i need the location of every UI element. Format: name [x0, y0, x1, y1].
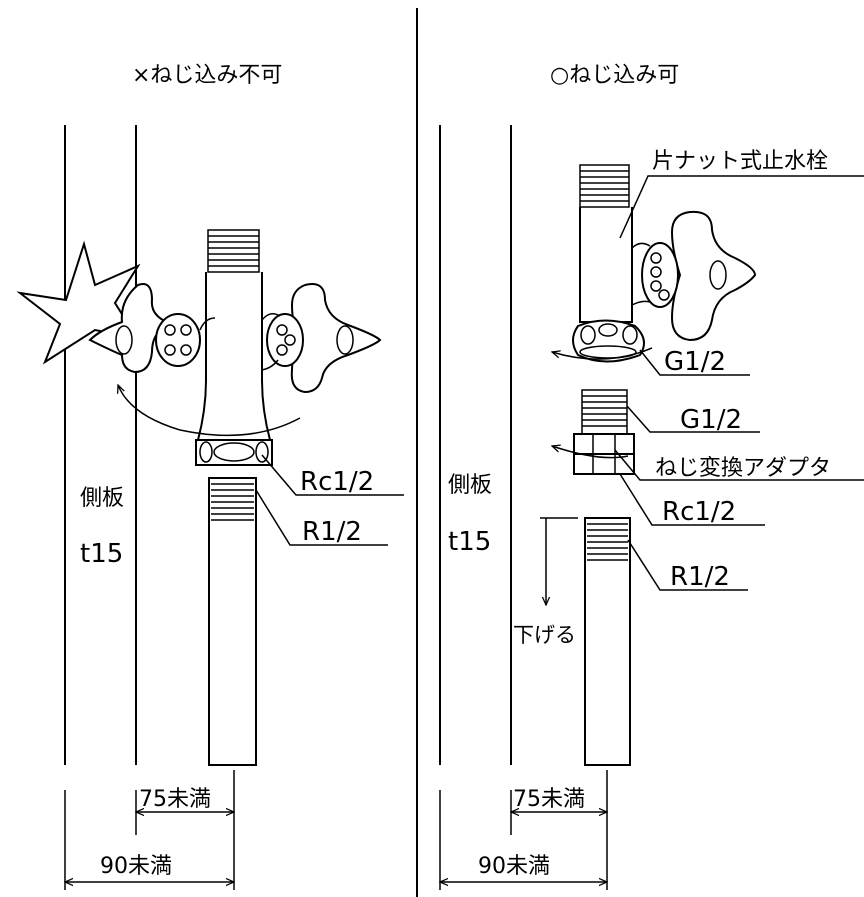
left-panel: ×ねじ込み不可	[16, 63, 404, 890]
left-dim-inner-label: 75未満	[139, 787, 211, 812]
left-supply-pipe	[208, 477, 257, 766]
right-valve-top-thread	[579, 164, 630, 208]
left-rc-leader	[261, 454, 404, 496]
right-supply-pipe	[584, 517, 631, 766]
left-r-label: R1/2	[302, 517, 362, 547]
right-panel: ○ねじ込み可	[439, 63, 864, 890]
right-valve-label: 片ナット式止水栓	[652, 149, 828, 174]
left-valve-body	[196, 272, 272, 441]
right-valve-handle	[631, 210, 757, 342]
right-title: ○ねじ込み可	[550, 63, 679, 88]
left-valve-top-thread	[207, 229, 260, 273]
right-dim-outer-label: 90未満	[478, 854, 550, 879]
right-side-board-label: 側板	[448, 473, 492, 498]
right-valve-nut	[572, 319, 645, 363]
right-r-label: R1/2	[670, 562, 730, 592]
left-r-leader	[255, 489, 388, 546]
lower-label: 下げる	[513, 623, 576, 647]
right-valve-body	[579, 207, 633, 323]
adapter-rotation-arrow	[552, 446, 629, 459]
right-g2-label: G1/2	[680, 405, 742, 435]
left-rotation-arrow	[118, 385, 301, 437]
left-side-board-label: 側板	[80, 486, 124, 511]
adapter-label: ねじ変換アダプタ	[655, 456, 831, 481]
left-thickness-label: t15	[80, 539, 123, 569]
left-dim-outer-label: 90未満	[100, 854, 172, 879]
left-valve-handle-right	[261, 283, 382, 394]
left-valve-nut	[195, 439, 273, 466]
left-title: ×ねじ込み不可	[132, 63, 282, 88]
right-rc-label: Rc1/2	[662, 497, 736, 527]
adapter-hex	[573, 433, 635, 475]
right-dim-inner-label: 75未満	[513, 787, 585, 812]
right-g1-label: G1/2	[664, 347, 726, 377]
adapter-thread	[581, 389, 628, 435]
left-valve-handle-left	[88, 283, 216, 374]
left-rc-label: Rc1/2	[300, 467, 374, 497]
right-thickness-label: t15	[448, 527, 491, 557]
